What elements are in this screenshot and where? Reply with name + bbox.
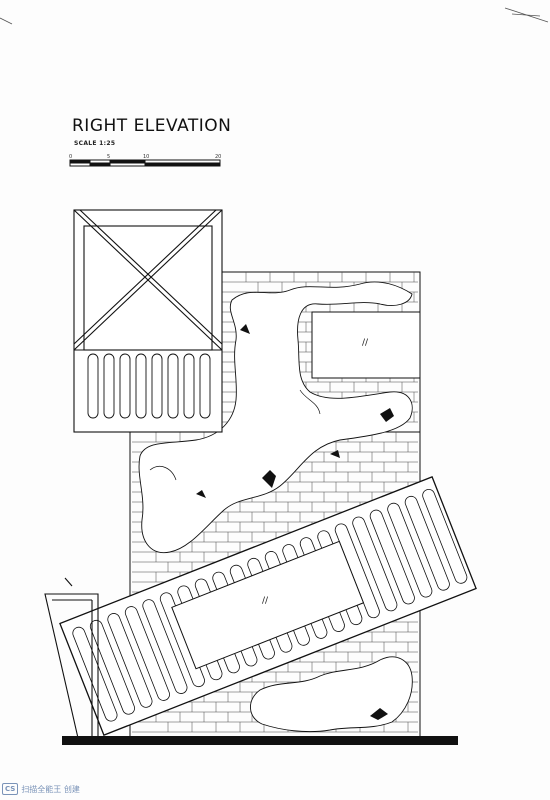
tilted-panel-glazing-mark: // (262, 596, 269, 606)
roof-slat (352, 516, 398, 612)
frame-slat (183, 353, 195, 419)
frame-slat (103, 353, 115, 419)
scale-label: SCALE 1:25 (74, 140, 116, 147)
page-corner-marks (0, 7, 549, 25)
scale-tick-20: 20 (215, 154, 222, 160)
drawing-title: RIGHT ELEVATION (72, 116, 232, 136)
frame-slat (119, 353, 131, 419)
tilted-roof-panel (59, 476, 477, 736)
ground-line (62, 736, 458, 745)
foliage-shadow-patches (196, 324, 394, 720)
frame-slat (151, 353, 163, 419)
upper-window-glazing-mark: // (362, 338, 369, 348)
frame-slat (167, 353, 179, 419)
scanner-watermark-text: 扫描全能王 创建 (21, 784, 80, 794)
climbing-ivy-foliage (138, 281, 413, 733)
upper-cross-braced-frame (73, 209, 223, 433)
roof-slat (404, 495, 450, 591)
roof-slat (89, 619, 135, 715)
roof-slat (369, 509, 415, 605)
roof-slat (124, 606, 170, 701)
roof-slat (107, 613, 153, 708)
upper-window (311, 311, 421, 379)
scanner-watermark: CS 扫描全能王 创建 (2, 782, 80, 796)
roof-slat (72, 626, 118, 722)
scale-tick-0: 0 (69, 154, 73, 160)
scale-tick-5: 5 (107, 154, 111, 160)
frame-slat (199, 353, 211, 419)
tilted-panel-glazing (171, 540, 365, 670)
roof-slat (387, 502, 433, 598)
scanner-logo-icon: CS (2, 783, 19, 795)
frame-slat (135, 353, 147, 419)
scale-tick-10: 10 (143, 154, 150, 160)
frame-slat (87, 353, 99, 419)
scale-bar (69, 159, 221, 167)
roof-slat (142, 599, 188, 694)
roof-slat (422, 489, 468, 584)
